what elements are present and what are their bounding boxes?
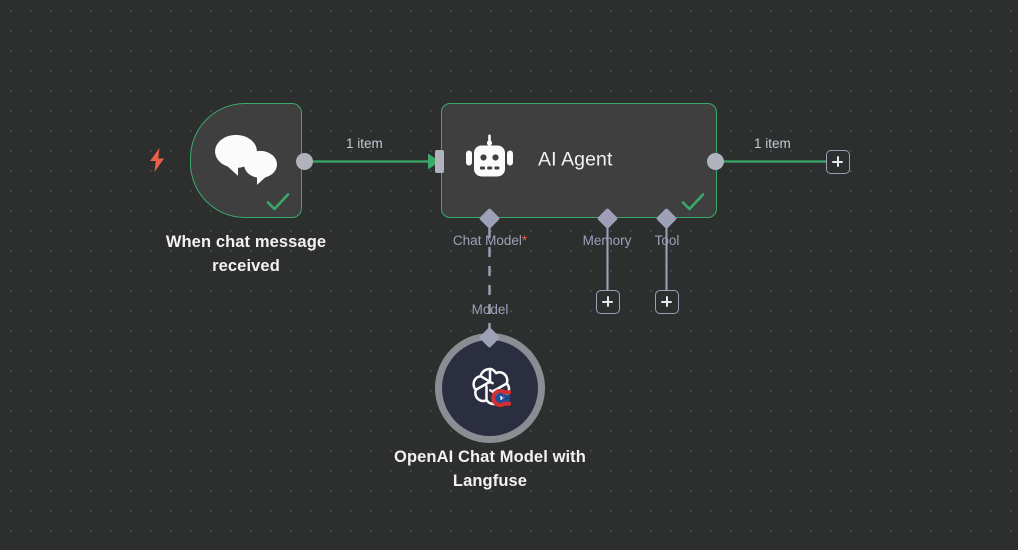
agent-input-port[interactable]: [435, 150, 444, 173]
status-check-icon-trigger: [265, 191, 291, 213]
node-label-trigger: When chat message received: [165, 233, 327, 275]
edge-label-trigger-to-agent: 1 item: [346, 136, 383, 151]
edge-label-agent-output: 1 item: [754, 136, 791, 151]
connector-label-chat-model: Chat Model*: [400, 233, 580, 248]
connector-label-tool: Tool: [654, 233, 680, 248]
node-openai-chat-model[interactable]: [435, 333, 545, 443]
connector-label-model: Model: [471, 302, 509, 317]
node-label-openai-chat-model: OpenAI Chat Model with Langfuse: [394, 448, 586, 490]
openai-logo-icon: [465, 363, 515, 413]
node-ai-agent[interactable]: AI Agent: [441, 103, 717, 218]
connector-label-chat-model-text: Chat Model: [452, 233, 522, 248]
required-asterisk: *: [521, 233, 528, 248]
chat-bubbles-icon: [215, 132, 277, 185]
langfuse-badge-icon: [488, 388, 514, 408]
add-node-button-memory[interactable]: [596, 290, 620, 314]
node-when-chat-message-received[interactable]: [190, 103, 302, 218]
add-node-button-main[interactable]: [826, 150, 850, 174]
agent-output-endpoint[interactable]: [707, 153, 724, 170]
add-node-button-tool[interactable]: [655, 290, 679, 314]
node-title-ai-agent: AI Agent: [538, 147, 613, 170]
robot-icon: [464, 133, 516, 185]
lightning-bolt-icon: [148, 148, 166, 172]
trigger-output-endpoint[interactable]: [296, 153, 313, 170]
status-check-icon-agent: [680, 191, 706, 213]
